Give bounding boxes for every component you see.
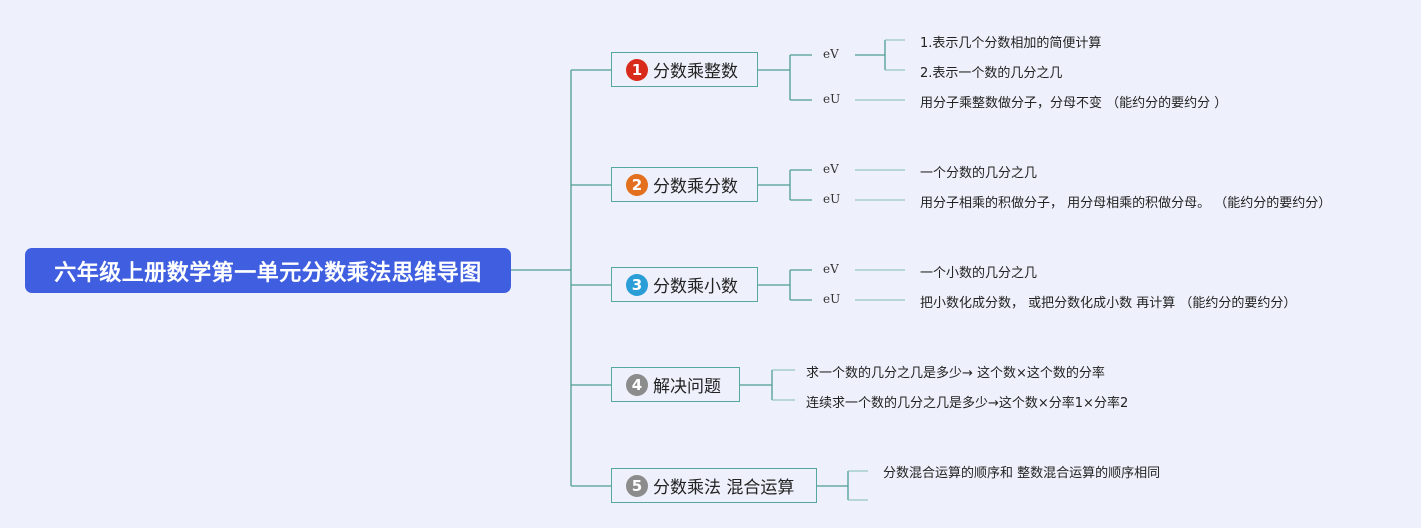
central-topic-label: 六年级上册数学第一单元分数乘法思维导图 — [54, 260, 482, 286]
branch-2-leaf-1[interactable]: 一个分数的几分之几 — [920, 166, 1038, 181]
branch-2-label: 分数乘分数 — [653, 177, 738, 197]
branch-1-leaf-1[interactable]: 1.表示几个分数相加的简便计算 — [920, 36, 1102, 51]
number-badge-1: 1 — [626, 58, 648, 81]
branch-2[interactable]: 2 分数乘分数 — [611, 167, 758, 202]
branch-3[interactable]: 3 分数乘小数 — [611, 267, 758, 302]
branch-2-key-u: eU — [823, 192, 841, 206]
branch-1-leaf-2[interactable]: 2.表示一个数的几分之几 — [920, 66, 1063, 81]
central-topic[interactable]: 六年级上册数学第一单元分数乘法思维导图 — [25, 248, 511, 293]
branch-5[interactable]: 5 分数乘法 混合运算 — [611, 468, 817, 503]
branch-4-label: 解决问题 — [653, 377, 721, 397]
branch-3-leaf-1[interactable]: 一个小数的几分之几 — [920, 266, 1038, 281]
branch-1-leaf-3[interactable]: 用分子乘整数做分子，分母不变 （能约分的要约分 ） — [920, 96, 1228, 111]
branch-2-key-v: eV — [823, 162, 839, 176]
branch-4-leaf-2[interactable]: 连续求一个数的几分之几是多少→这个数×分率1×分率2 — [806, 396, 1129, 411]
branch-5-label: 分数乘法 混合运算 — [653, 478, 795, 498]
branch-3-leaf-2[interactable]: 把小数化成分数， 或把分数化成小数 再计算 （能约分的要约分） — [920, 296, 1297, 311]
branch-5-leaf-1[interactable]: 分数混合运算的顺序和 整数混合运算的顺序相同 — [883, 466, 1161, 481]
branch-3-label: 分数乘小数 — [653, 277, 738, 297]
number-badge-4: 4 — [626, 373, 648, 396]
branch-3-key-u: eU — [823, 292, 841, 306]
number-badge-3: 3 — [626, 273, 648, 296]
branch-1-key-u: eU — [823, 92, 841, 106]
branch-1-label: 分数乘整数 — [653, 62, 738, 82]
branch-4-leaf-1[interactable]: 求一个数的几分之几是多少→ 这个数×这个数的分率 — [806, 366, 1105, 381]
branch-3-key-v: eV — [823, 262, 839, 276]
number-badge-2: 2 — [626, 173, 648, 196]
branch-1-key-v: eV — [823, 47, 839, 61]
branch-1[interactable]: 1 分数乘整数 — [611, 52, 758, 87]
branch-4[interactable]: 4 解决问题 — [611, 367, 740, 402]
number-badge-5: 5 — [626, 474, 648, 497]
branch-2-leaf-2[interactable]: 用分子相乘的积做分子， 用分母相乘的积做分母。 （能约分的要约分） — [920, 196, 1332, 211]
